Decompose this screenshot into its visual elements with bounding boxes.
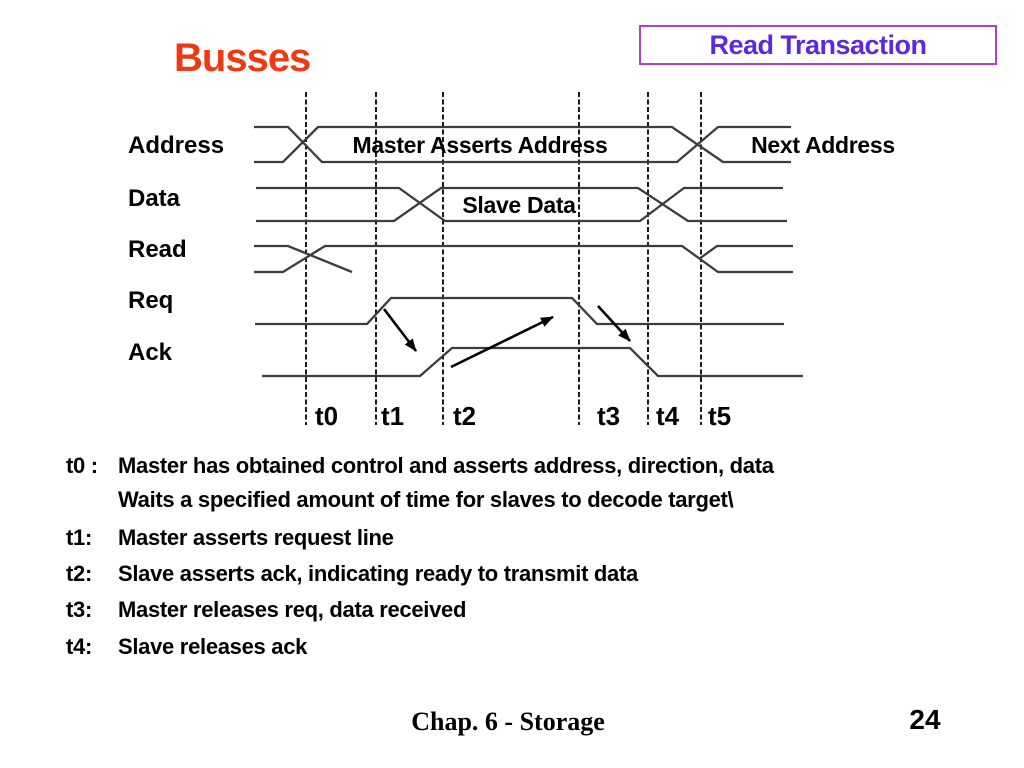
note-text: Master asserts request line bbox=[118, 525, 394, 550]
note-line-t0: t0 : Master has obtained control and ass… bbox=[66, 455, 774, 477]
note-line-t1: t1: Master asserts request line bbox=[66, 527, 394, 549]
note-label: t3: bbox=[66, 597, 92, 622]
read-waveform bbox=[254, 244, 793, 274]
time-label-t1: t1 bbox=[381, 401, 405, 431]
note-label: t0 : bbox=[66, 453, 98, 478]
note-text: Waits a specified amount of time for sla… bbox=[118, 487, 734, 512]
read-transaction-box: Read Transaction bbox=[639, 25, 997, 65]
time-label-t3: t3 bbox=[597, 401, 621, 431]
note-line-t2: t2: Slave asserts ack, indicating ready … bbox=[66, 563, 638, 585]
time-label-t5: t5 bbox=[708, 401, 732, 431]
signal-label-req: Req bbox=[128, 287, 174, 314]
arrow-ack-to-req-release bbox=[450, 315, 554, 369]
note-label: t4: bbox=[66, 634, 92, 659]
note-text: Master has obtained control and asserts … bbox=[118, 453, 774, 478]
waveforms bbox=[254, 125, 803, 378]
note-line-t3: t3: Master releases req, data received bbox=[66, 599, 466, 621]
signal-label-read: Read bbox=[128, 236, 187, 263]
bus-value-next-address: Next Address bbox=[751, 132, 895, 158]
time-label-t2: t2 bbox=[453, 401, 477, 431]
note-label bbox=[66, 489, 118, 511]
bus-value-master-asserts-address: Master Asserts Address bbox=[352, 132, 608, 158]
page-title: Busses bbox=[174, 36, 311, 80]
bus-value-slave-data: Slave Data bbox=[462, 192, 576, 218]
time-label-t4: t4 bbox=[656, 401, 680, 431]
arrow-req-to-ack-release bbox=[597, 305, 631, 342]
data-waveform bbox=[256, 186, 787, 223]
footer-chapter: Chap. 6 - Storage bbox=[411, 707, 605, 736]
page-number: 24 bbox=[909, 704, 941, 735]
read-transaction-label: Read Transaction bbox=[709, 29, 927, 60]
note-text: Slave asserts ack, indicating ready to t… bbox=[118, 561, 638, 586]
arrow-req-to-ack-assert bbox=[382, 308, 418, 352]
note-label: t1: bbox=[66, 525, 92, 550]
signal-label-ack: Ack bbox=[128, 339, 173, 366]
address-waveform bbox=[254, 125, 791, 164]
note-line-t0-cont: Waits a specified amount of time for sla… bbox=[66, 487, 734, 512]
note-line-t4: t4: Slave releases ack bbox=[66, 636, 307, 658]
signal-label-data: Data bbox=[128, 185, 181, 212]
note-text: Slave releases ack bbox=[118, 634, 308, 659]
note-label: t2: bbox=[66, 561, 92, 586]
causality-arrows bbox=[382, 305, 631, 369]
time-label-t0: t0 bbox=[315, 401, 339, 431]
req-waveform bbox=[255, 296, 784, 326]
ack-waveform bbox=[262, 346, 803, 378]
signal-label-address: Address bbox=[128, 132, 225, 159]
note-text: Master releases req, data received bbox=[118, 597, 467, 622]
